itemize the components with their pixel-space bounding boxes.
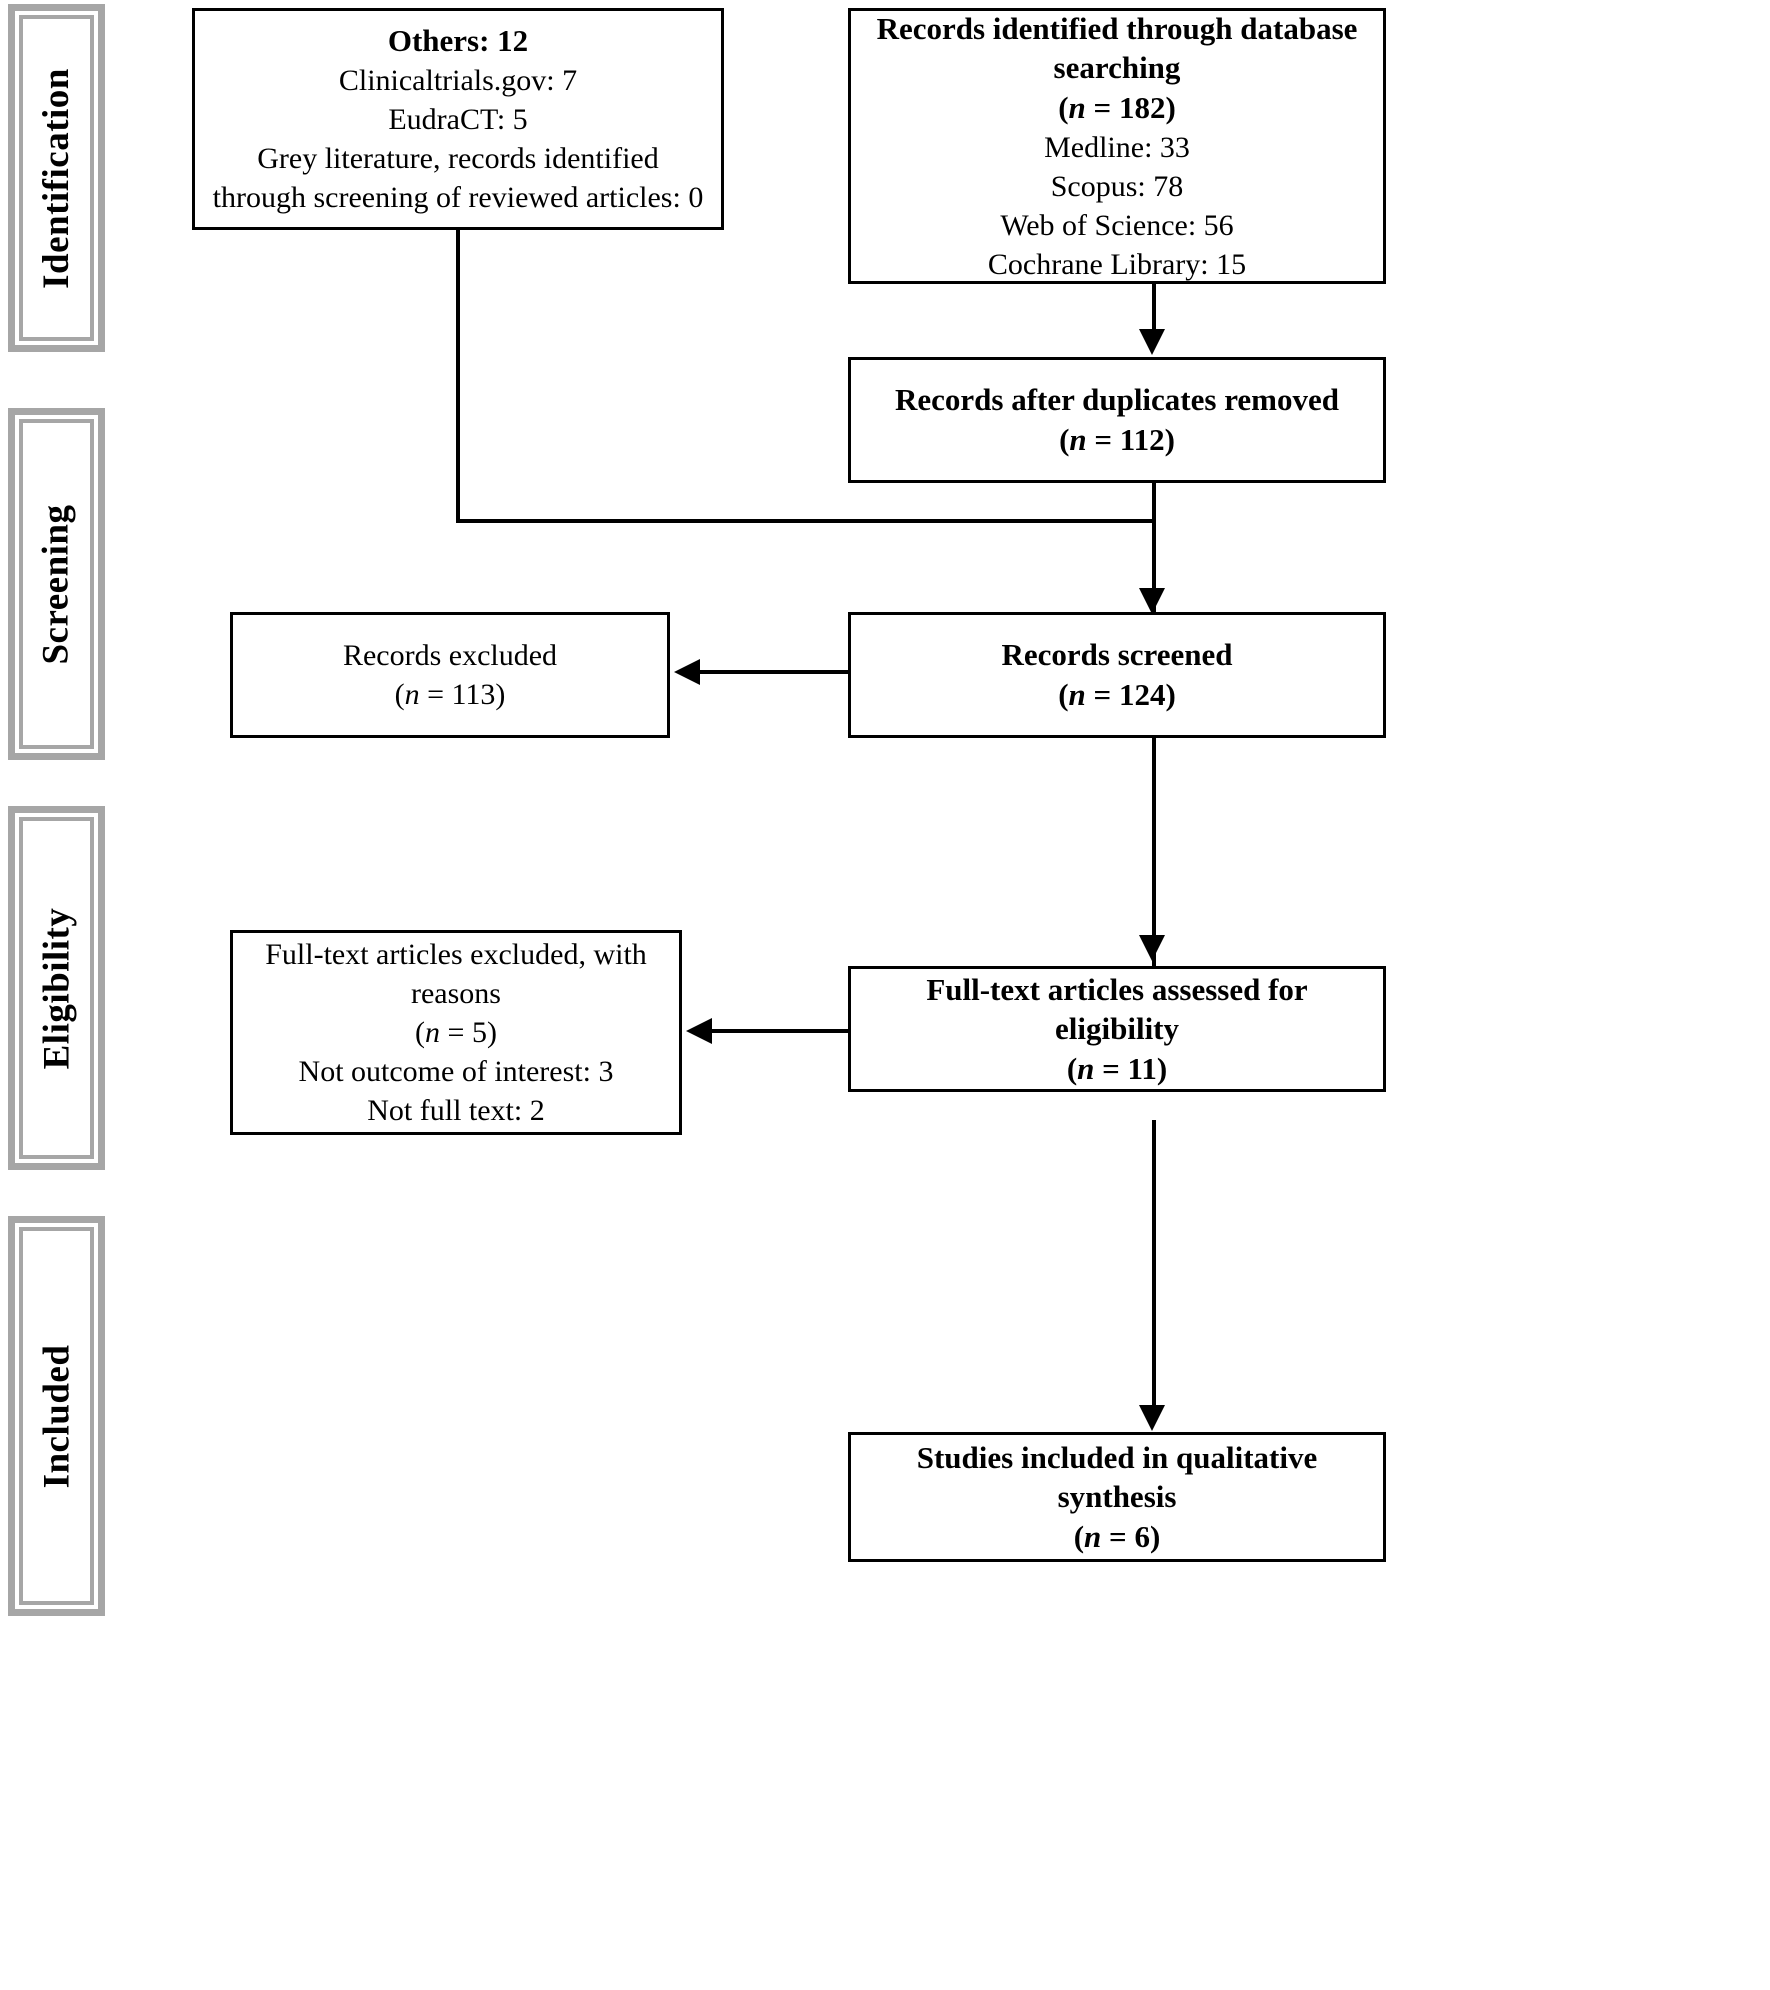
box-others-line-2: EudraCT: 5 [388,102,528,136]
box-fulltext-excluded-line-2: reasons [411,977,501,1010]
box-database-search-count: (n = 182) [1058,89,1176,125]
phase-frame-inner: Included [23,1231,90,1601]
phase-frame-mid: Included [19,1227,94,1605]
box-records-excluded-heading: Records excluded [342,639,558,672]
phase-frame-mid: Screening [19,419,94,749]
box-duplicates-removed-count: (n = 112) [1059,422,1175,457]
n-symbol: n [1084,1518,1102,1554]
box-database-search-line-4: Cochrane Library: 15 [987,247,1247,281]
box-fulltext-assessed[interactable]: Full-text articles assessed for eligibil… [848,966,1386,1092]
connector-screened-to-fulltext [1152,737,1156,937]
box-database-search-heading-line2: searching [1053,50,1181,86]
phase-label-eligibility: Eligibility [36,907,78,1069]
n-symbol: n [425,1016,441,1049]
box-database-search-line-2: Scopus: 78 [1050,169,1184,203]
box-database-search-line-3: Web of Science: 56 [1000,208,1234,242]
phase-frame-mid: Eligibility [19,817,94,1159]
box-others-line-3: Grey literature, records identified [257,141,659,175]
n-symbol: n [1068,89,1086,125]
phase-label-included: Included [36,1344,77,1488]
arrow-fulltext-to-excluded-icon [686,1018,712,1044]
box-fulltext-excluded[interactable]: Full-text articles excluded, with reason… [230,930,682,1135]
connector-others-vertical [456,228,460,523]
box-others-line-1: Clinicaltrials.gov: 7 [338,63,578,97]
box-records-excluded[interactable]: Records excluded (n = 113) [230,612,670,738]
phase-frame-mid: Identification [19,15,94,341]
phase-frame-inner: Eligibility [23,821,90,1155]
phase-tab-included: Included [8,1216,105,1616]
box-records-screened-count: (n = 124) [1058,677,1176,712]
phase-label-screening: Screening [36,503,78,665]
arrow-duplicates-to-screened-icon [1139,588,1165,614]
box-database-search-heading-line1: Records identified through database [876,10,1358,46]
connector-others-horizontal [456,519,1156,523]
box-records-excluded-count: (n = 113) [394,678,506,711]
phase-tab-eligibility: Eligibility [8,806,105,1170]
arrow-screened-to-excluded-icon [674,659,700,685]
box-fulltext-excluded-reason-2: Not full text: 2 [367,1094,545,1127]
box-others[interactable]: Others: 12 Clinicaltrials.gov: 7 EudraCT… [192,8,724,230]
box-fulltext-assessed-heading: Full-text articles assessed for eligibil… [926,971,1308,1047]
arrow-fulltext-to-included-icon [1139,1405,1165,1431]
connector-fulltext-to-excluded [712,1029,852,1033]
connector-fulltext-to-included [1152,1120,1156,1410]
phase-tab-identification: Identification [8,4,105,352]
connector-search-to-duplicates [1152,283,1156,331]
box-duplicates-removed-heading: Records after duplicates removed [895,382,1339,418]
n-symbol: n [1069,422,1087,457]
phase-frame-inner: Screening [23,423,90,745]
phase-frame-outer: Included [15,1223,98,1609]
box-fulltext-excluded-count: (n = 5) [415,1016,497,1049]
arrow-screened-to-fulltext-icon [1139,935,1165,961]
n-symbol: n [1068,677,1086,712]
phase-label-identification: Identification [36,67,77,289]
connector-screened-to-excluded [700,670,852,674]
box-included-studies-heading: Studies included in qualitative synthesi… [916,1439,1318,1515]
box-records-screened[interactable]: Records screened (n = 124) [848,612,1386,738]
box-fulltext-excluded-reason-1: Not outcome of interest: 3 [298,1055,614,1088]
box-records-screened-heading: Records screened [1001,637,1233,673]
phase-tab-screening: Screening [8,408,105,760]
box-others-heading: Others: 12 [387,23,529,59]
box-duplicates-removed[interactable]: Records after duplicates removed (n = 11… [848,357,1386,483]
box-others-line-4: through screening of reviewed articles: … [212,180,704,214]
phase-frame-inner: Identification [23,19,90,337]
box-included-studies[interactable]: Studies included in qualitative synthesi… [848,1432,1386,1562]
box-fulltext-excluded-line-1: Full-text articles excluded, with [265,938,647,971]
phase-frame-outer: Eligibility [15,813,98,1163]
phase-frame-outer: Screening [15,415,98,753]
n-symbol: n [404,678,420,711]
arrow-search-to-duplicates-icon [1139,329,1165,355]
box-fulltext-assessed-count: (n = 11) [1066,1050,1168,1086]
box-database-search[interactable]: Records identified through database sear… [848,8,1386,284]
phase-frame-outer: Identification [15,11,98,345]
box-included-studies-count: (n = 6) [1073,1518,1161,1554]
box-database-search-line-1: Medline: 33 [1044,130,1190,164]
n-symbol: n [1077,1050,1095,1086]
